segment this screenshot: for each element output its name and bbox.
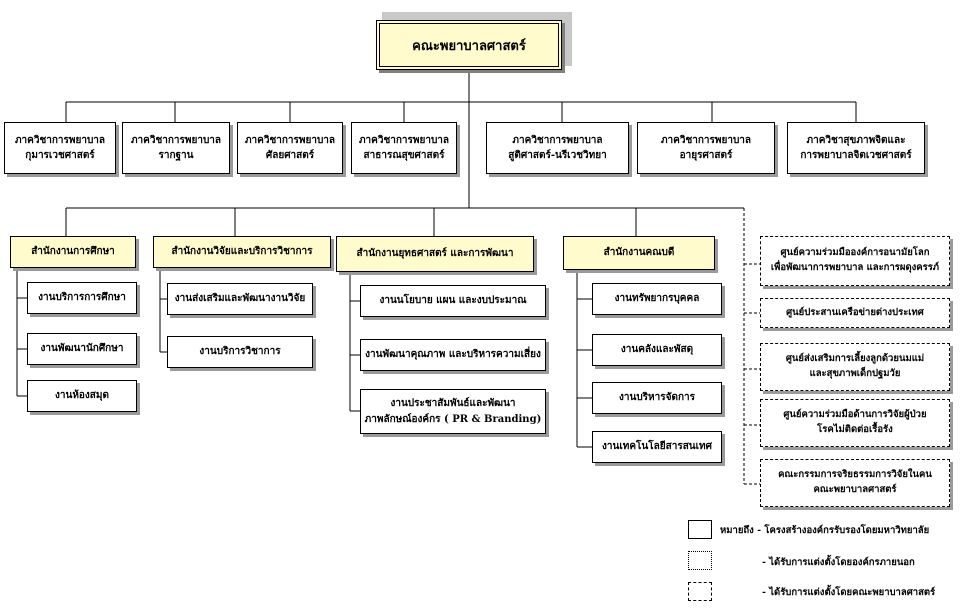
department-mental-health-nursing: ภาควิชาสุขภาพจิตและ การพยาบาลจิตเวชศาสตร… xyxy=(787,122,925,174)
faculty-root-box: คณะพยาบาลศาสตร์ xyxy=(376,20,562,70)
legend-solid-label: หมายถึง - โครงสร้างองค์กรรับรองโดยมหาวิท… xyxy=(720,525,930,536)
center-who-collaboration: ศูนย์ความร่วมมือองค์การอนามัยโลก เพื่อพั… xyxy=(760,236,950,286)
unit-policy-plan-budget: งานนโยบาย แผน และงบประมาณ xyxy=(360,285,546,317)
center-international-network: ศูนย์ประสานเครือข่ายต่างประเทศ xyxy=(760,298,950,328)
department-fundamental-nursing: ภาควิชาการพยาบาล รากฐาน xyxy=(122,122,230,174)
department-medical-nursing: ภาควิชาการพยาบาล อายุรศาสตร์ xyxy=(637,122,775,174)
unit-administration: งานบริหารจัดการ xyxy=(592,382,722,414)
department-obstetric-nursing: ภาควิชาการพยาบาล สูติศาสตร์-นรีเวชวิทยา xyxy=(486,122,629,174)
unit-human-resources: งานทรัพยากรบุคคล xyxy=(592,283,722,315)
legend-dashdot-label: - ได้รับการแต่งตั้งโดยคณะพยาบาลศาสตร์ xyxy=(762,587,936,598)
unit-student-development: งานพัฒนานักศึกษา xyxy=(27,333,137,365)
unit-education-service: งานบริการการศึกษา xyxy=(27,282,137,314)
department-pediatric-nursing: ภาควิชาการพยาบาล กุมารเวชศาสตร์ xyxy=(4,122,116,174)
unit-research-promotion: งานส่งเสริมและพัฒนางานวิจัย xyxy=(167,283,313,315)
office-dean: สำนักงานคณบดี xyxy=(563,236,715,270)
department-surgical-nursing: ภาควิชาการพยาบาล ศัลยศาสตร์ xyxy=(237,122,343,174)
unit-academic-service: งานบริการวิชาการ xyxy=(167,336,313,368)
center-ncd-research: ศูนย์ความร่วมมือด้านการวิจัยผู้ป่วย โรคไ… xyxy=(760,399,950,447)
department-public-health-nursing: ภาควิชาการพยาบาล สาธารณสุขศาสตร์ xyxy=(351,122,457,174)
unit-quality-risk: งานพัฒนาคุณภาพ และบริหารความเสี่ยง xyxy=(360,339,546,371)
office-research-academic-service: สำนักงานวิจัยและบริการวิชาการ xyxy=(153,236,331,268)
legend-dotted-swatch xyxy=(688,551,712,570)
unit-information-technology: งานเทคโนโลยีสารสนเทศ xyxy=(592,431,722,463)
unit-pr-branding: งานประชาสัมพันธ์และพัฒนา ภาพลักษณ์องค์กร… xyxy=(360,389,546,434)
office-strategy-development: สำนักงานยุทธศาสตร์ และการพัฒนา xyxy=(336,236,534,272)
unit-finance-supplies: งานคลังและพัสดุ xyxy=(592,334,722,366)
legend-dashdot-swatch xyxy=(688,582,712,601)
office-education: สำนักงานการศึกษา xyxy=(10,236,136,268)
legend-dotted-label: - ได้รับการแต่งตั้งโดยองค์กรภายนอก xyxy=(762,557,915,568)
center-breastfeeding-child-health: ศูนย์ส่งเสริมการเลี้ยงลูกด้วยนมแม่ และสุ… xyxy=(760,343,950,391)
unit-library: งานห้องสมุด xyxy=(27,380,137,412)
legend-solid-swatch xyxy=(688,520,712,539)
center-research-ethics-committee: คณะกรรมการจริยธรรมการวิจัยในคน คณะพยาบาล… xyxy=(760,459,950,507)
